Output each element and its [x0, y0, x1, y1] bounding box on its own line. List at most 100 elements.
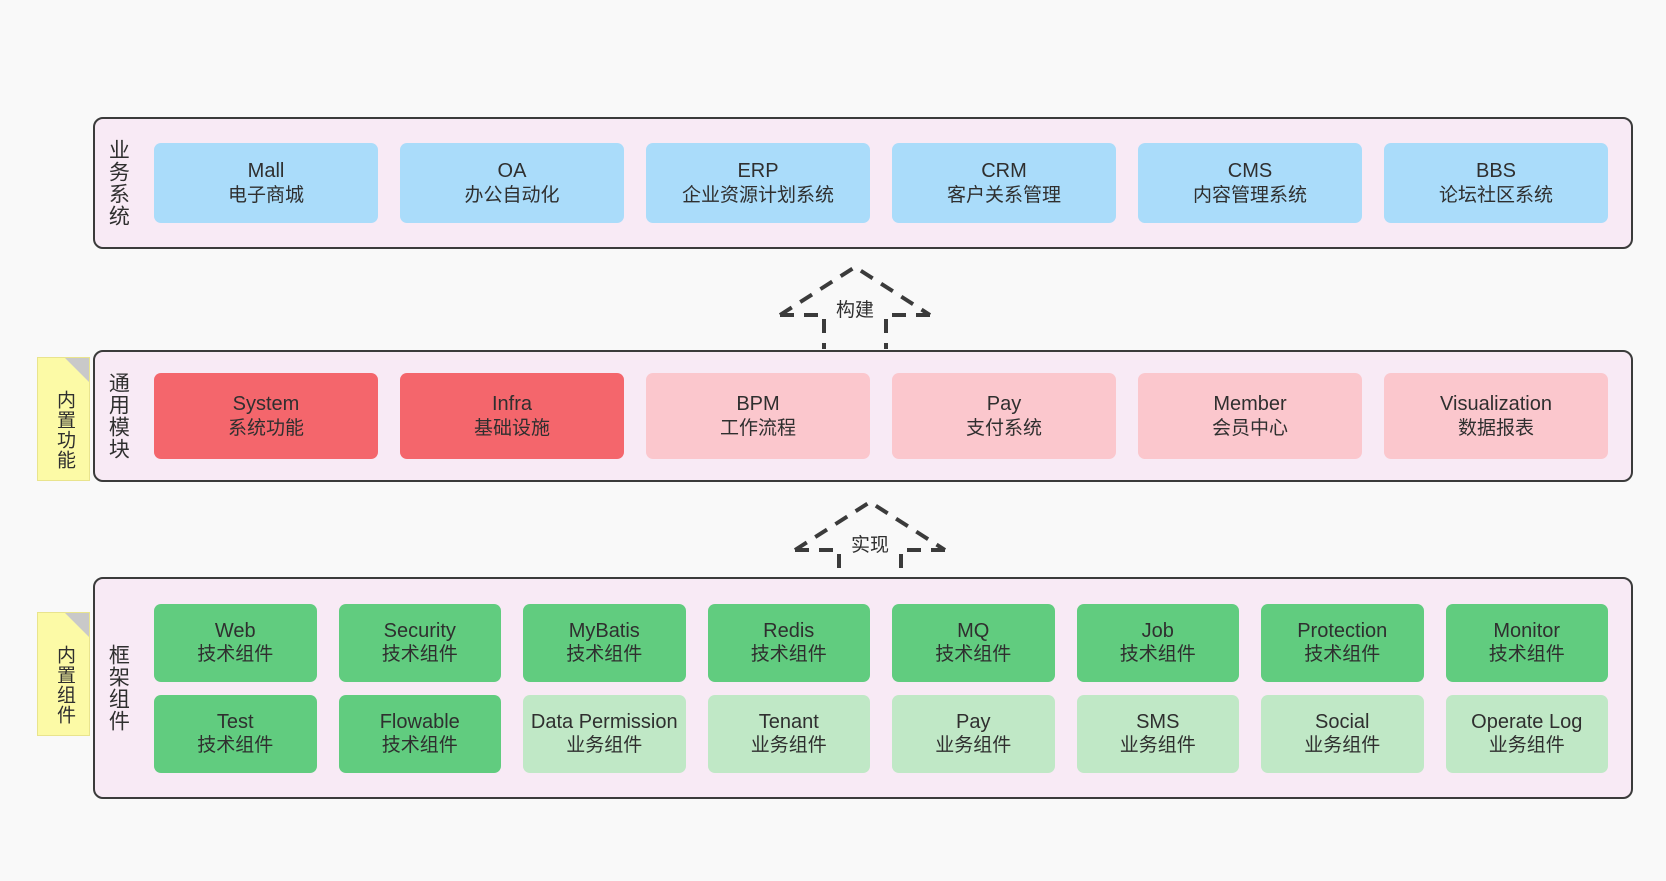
card-title: Protection: [1297, 619, 1388, 642]
card-title: Web: [214, 619, 256, 642]
folded-corner-icon: [65, 613, 89, 637]
card-title: Tenant: [758, 710, 819, 733]
card-title: MyBatis: [568, 619, 640, 642]
build-arrow: 构建: [760, 255, 950, 351]
card-title: MQ: [957, 619, 990, 642]
card-title: Visualization: [1440, 393, 1552, 416]
card-title: Job: [1141, 619, 1174, 642]
card-title: Data Permission: [530, 710, 678, 733]
build-arrow-shape: [778, 264, 932, 349]
sticky-note-builtin-functions: 内置功能: [37, 357, 90, 481]
card-title: Pay: [956, 710, 991, 733]
business-systems-title: 业务系统: [106, 139, 130, 227]
card-title: System: [232, 393, 300, 416]
common-modules-title: 通用模块: [106, 372, 130, 460]
card-subtitle: 技术组件: [566, 644, 643, 666]
card-subtitle: 论坛社区系统: [1438, 184, 1553, 206]
card-title: SMS: [1136, 710, 1180, 733]
card-title: Redis: [763, 619, 815, 642]
card-subtitle: 内容管理系统: [1192, 184, 1307, 206]
card-title: Security: [383, 619, 456, 642]
card-title: CRM: [981, 160, 1027, 183]
card-subtitle: 技术组件: [381, 735, 458, 757]
card-subtitle: 工作流程: [719, 417, 796, 439]
card-title: Monitor: [1493, 619, 1561, 642]
implement-arrow: 实现: [775, 490, 965, 586]
card-subtitle: 技术组件: [1488, 644, 1565, 666]
card-subtitle: 业务组件: [566, 735, 643, 757]
card-subtitle: 企业资源计划系统: [681, 184, 834, 206]
card-title: Flowable: [379, 710, 460, 733]
card-title: Operate Log: [1471, 710, 1583, 733]
card-subtitle: 基础设施: [473, 417, 550, 439]
card-title: Test: [216, 710, 254, 733]
sticky-note-builtin-functions-label: 内置功能: [53, 390, 75, 470]
card-subtitle: 支付系统: [965, 417, 1042, 439]
card-subtitle: 技术组件: [381, 644, 458, 666]
card-subtitle: 数据报表: [1457, 417, 1534, 439]
card-subtitle: 业务组件: [1304, 735, 1381, 757]
card-title: ERP: [737, 160, 779, 183]
card-title: Mall: [247, 160, 285, 183]
card-title: BPM: [736, 393, 780, 416]
card-subtitle: 技术组件: [1304, 644, 1381, 666]
card-subtitle: 技术组件: [750, 644, 827, 666]
card-subtitle: 技术组件: [197, 644, 274, 666]
card-subtitle: 客户关系管理: [946, 184, 1061, 206]
card-subtitle: 办公自动化: [464, 184, 560, 206]
card-title: CMS: [1227, 160, 1273, 183]
build-arrow-label: 构建: [835, 300, 874, 321]
sticky-note-builtin-components-label: 内置组件: [53, 645, 75, 725]
card-title: Pay: [986, 393, 1022, 416]
card-subtitle: 系统功能: [227, 417, 304, 439]
card-subtitle: 业务组件: [750, 735, 827, 757]
sticky-note-builtin-components: 内置组件: [37, 612, 90, 736]
card-title: Infra: [491, 393, 533, 416]
card-title: Member: [1213, 393, 1287, 416]
card-subtitle: 技术组件: [197, 735, 274, 757]
card-title: BBS: [1475, 160, 1517, 183]
framework-components-title: 框架组件: [106, 644, 130, 732]
card-subtitle: 技术组件: [1119, 644, 1196, 666]
card-subtitle: 业务组件: [1488, 735, 1565, 757]
implement-arrow-shape: [793, 499, 947, 584]
card-subtitle: 业务组件: [935, 735, 1012, 757]
card-subtitle: 会员中心: [1211, 417, 1288, 439]
card-title: OA: [497, 160, 527, 183]
